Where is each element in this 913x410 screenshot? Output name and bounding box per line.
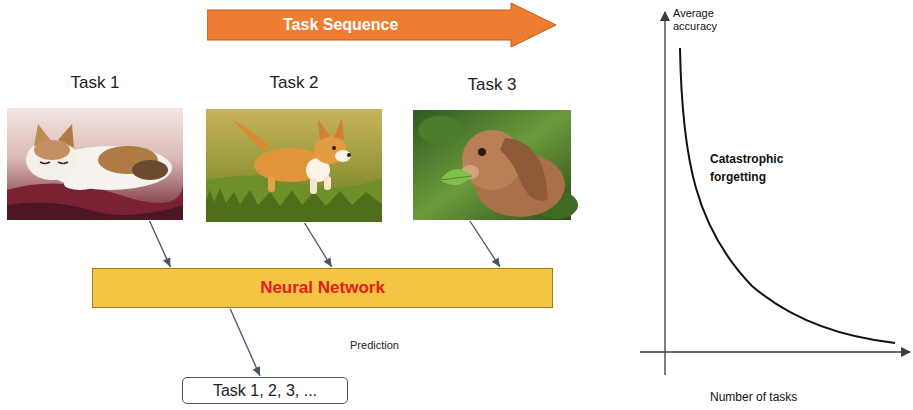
output-box: Task 1, 2, 3, ... bbox=[182, 377, 348, 404]
task-image: Task 1 bbox=[7, 68, 183, 220]
dog-photo bbox=[206, 109, 382, 222]
connector-arrow bbox=[230, 309, 260, 376]
task-heading: Task 2 bbox=[206, 68, 382, 98]
connector-arrow bbox=[470, 221, 500, 267]
rabbit-photo bbox=[413, 110, 578, 220]
task-heading: Task 1 bbox=[7, 68, 183, 98]
connector-arrow bbox=[305, 223, 332, 267]
node-text: Task 1, 2, 3, ... bbox=[213, 382, 317, 400]
node-text: Neural Network bbox=[260, 278, 385, 298]
task-heading: Task 3 bbox=[413, 70, 571, 100]
graph-label: Catastrophic forgetting bbox=[710, 150, 810, 186]
network-box: Neural Network bbox=[92, 268, 553, 308]
task-image: Task 3 bbox=[413, 70, 571, 220]
cat-photo bbox=[7, 108, 183, 220]
task-image: Task 2 bbox=[206, 68, 382, 222]
accuracy-graph bbox=[640, 12, 910, 375]
graph-label: Number of tasks bbox=[710, 390, 830, 404]
sequence-arrow: Task Sequence bbox=[207, 2, 557, 48]
graph-label: Average accuracy bbox=[673, 7, 735, 32]
edge-label: Prediction bbox=[350, 339, 399, 351]
node-text: Task Sequence bbox=[283, 16, 398, 34]
connector-arrow bbox=[150, 221, 171, 267]
